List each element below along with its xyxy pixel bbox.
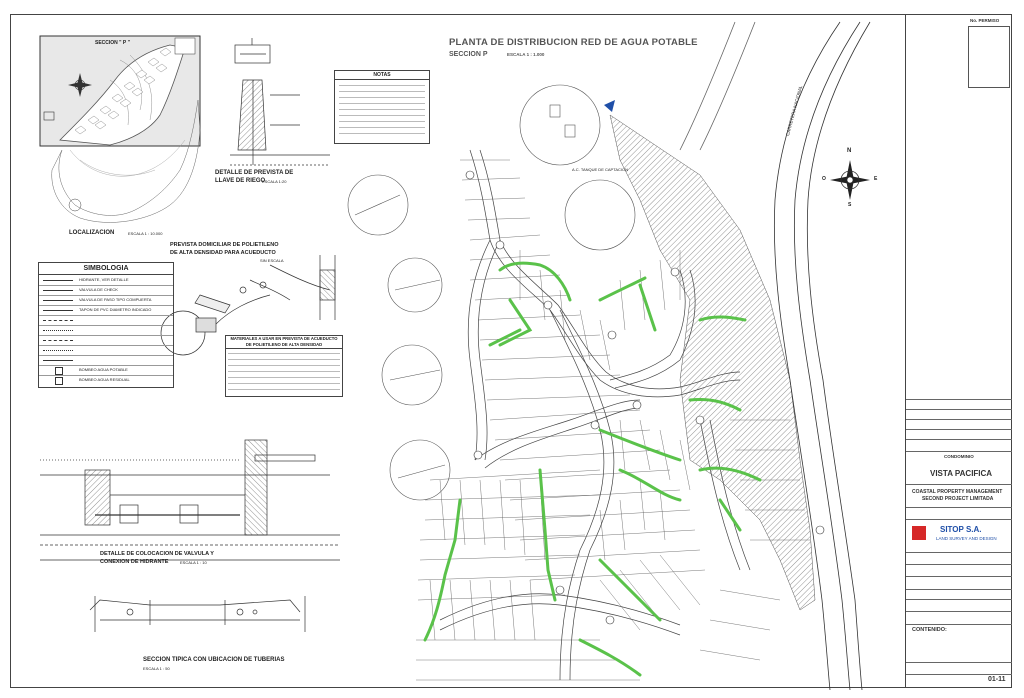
prevista-detail (160, 255, 336, 356)
sheet-frame (10, 14, 1012, 688)
compass-w: O (822, 176, 826, 182)
materials-table: MATERIALES A USAR EN PREVISTA DE ACUEDUC… (225, 335, 343, 397)
seccion-tipica-scale: ESCALA 1 : 50 (143, 666, 170, 671)
lot-lines (416, 159, 810, 681)
roads (679, 21, 871, 691)
sheet-number: 01-11 (988, 676, 1006, 683)
legend-row: HIDRANTE, VER DETALLE (39, 275, 173, 286)
llave-riego-detail (230, 38, 330, 166)
legend-row (39, 345, 173, 356)
localizacion-scale: ESCALA 1 : 10.000 (128, 231, 163, 236)
llave-title-1: DETALLE DE PREVISTA DE (215, 170, 294, 176)
project-name: VISTA PACIFICA (930, 469, 993, 478)
prevista-title-1: PREVISTA DOMICILIAR DE POLIETILENO (170, 242, 279, 248)
valvula-detail (40, 439, 340, 561)
compass-e: E (874, 176, 878, 182)
prevista-scale: SIN ESCALA (260, 258, 284, 263)
hydrants (465, 170, 825, 625)
seccion-tipica (89, 596, 306, 632)
notes-title: NOTAS (335, 71, 429, 80)
legend-row: VALVULA DE PASO TIPO COMPUERTA (39, 295, 173, 306)
location-map (39, 35, 201, 223)
materials-title: MATERIALES A USAR EN PREVISTA DE ACUEDUC… (226, 336, 342, 349)
compass-icon-small (68, 73, 92, 97)
sitop-logo-icon (912, 526, 926, 540)
prevista-title-2: DE ALTA DENSIDAD PARA ACUEDUCTO (170, 250, 276, 256)
main-subtitle: SECCION P (449, 51, 488, 58)
contenido-label: CONTENIDO: (912, 627, 947, 633)
tanque-label: A.C. TANQUE DE CAPTACION (572, 167, 629, 172)
north-compass-icon (830, 160, 870, 200)
main-title: PLANTA DE DISTRIBUCION RED DE AGUA POTAB… (449, 37, 698, 48)
localizacion-title: LOCALIZACION (69, 230, 115, 236)
valvula-scale: ESCALA 1 : 10 (180, 560, 207, 565)
legend-row (39, 355, 173, 366)
valvula-title-2: CONEXION DE HIDRANTE (100, 559, 169, 565)
legend-row (39, 335, 173, 346)
main-scale: ESCALA 1 : 1.000 (507, 52, 545, 57)
compass-n: N (847, 148, 852, 154)
simbologia-title: SIMBOLOGIA (39, 263, 173, 275)
legend-row: BOMBEO AGUA POTABLE (39, 365, 173, 376)
title-block: No. PERMISO CONDOMINIO VISTA PACIFICA CO… (905, 14, 1012, 688)
notes-box: NOTAS (334, 70, 430, 144)
seccion-tipica-title: SECCION TIPICA CON UBICACION DE TUBERIAS (143, 657, 285, 663)
legend-row (39, 325, 173, 336)
tank-marker-icon (604, 100, 615, 112)
llave-scale: ESCALA 1:20 (262, 179, 287, 184)
condominio-label: CONDOMINIO (944, 454, 974, 459)
simbologia-legend: SIMBOLOGIA HIDRANTE, VER DETALLE VALVULA… (38, 262, 174, 388)
owner-line-1: COASTAL PROPERTY MANAGEMENT (912, 489, 1003, 495)
detail-circles (347, 84, 636, 501)
legend-row (39, 315, 173, 326)
llave-title-2: LLAVE DE RIEGO (215, 178, 266, 184)
valvula-title-1: DETALLE DE COLOCACION DE VALVULA Y (100, 551, 214, 557)
firm-subtitle: LAND SURVEY AND DESIGN (936, 536, 997, 541)
owner-line-2: SECOND PROJECT LIMITADA (922, 496, 994, 502)
legend-row: BOMBEO AGUA RESIDUAL (39, 375, 173, 385)
legend-row: TAPON DE PVC DIAMETRO INDICADO (39, 305, 173, 316)
permiso-label: No. PERMISO (970, 18, 1000, 23)
legend-row: VALVULA DE CHECK (39, 285, 173, 296)
seccion-label: SECCION " P " (95, 40, 130, 46)
hatched-slope (609, 114, 816, 611)
water-pipes (423, 261, 762, 677)
firm-name: SITOP S.A. (940, 525, 982, 534)
compass-s: S (848, 202, 852, 208)
internal-roads (439, 149, 751, 681)
